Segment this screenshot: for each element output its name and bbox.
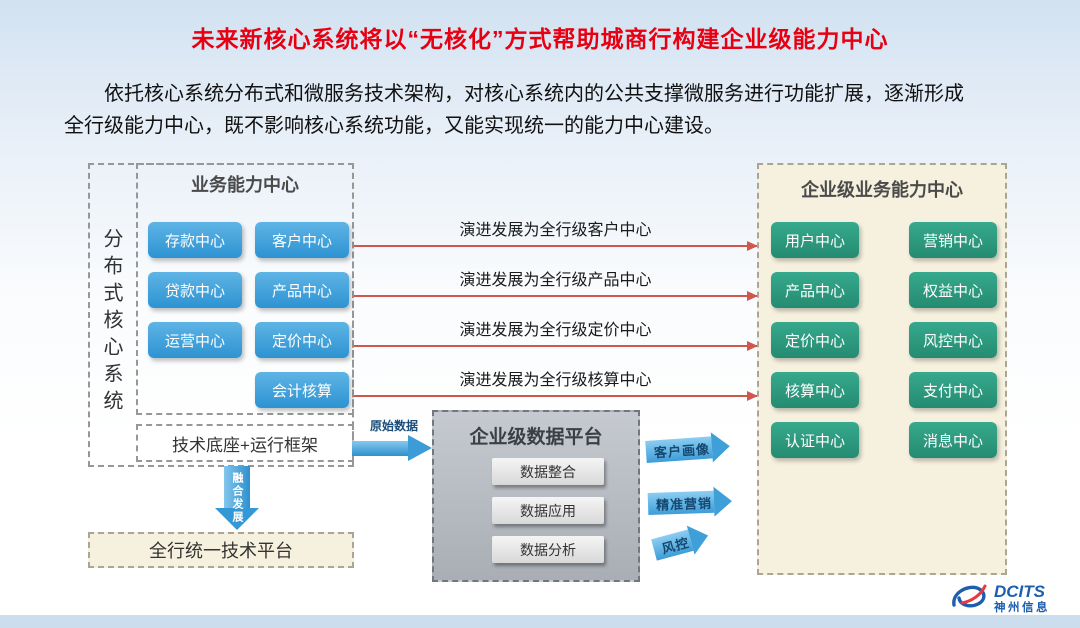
arrow-line [354, 391, 758, 401]
pricing-center-button: 定价中心 [771, 322, 859, 358]
precision-marketing-arrow: 精准营销 [647, 486, 733, 519]
accounting-center-button: 核算中心 [771, 372, 859, 408]
unified-platform-box: 全行统一技术平台 [88, 532, 354, 568]
arrow-right-icon [747, 391, 758, 401]
user-center-button: 用户中心 [771, 222, 859, 258]
arrow-right-icon [747, 341, 758, 351]
business-capability-title: 业务能力中心 [191, 175, 299, 195]
raw-data-arrow: 原始数据 [352, 417, 436, 461]
evolution-label: 演进发展为全行级产品中心 [459, 272, 652, 289]
evolution-label: 演进发展为全行级客户中心 [459, 222, 652, 239]
data-platform-panel: 企业级数据平台 数据整合 数据应用 数据分析 [432, 410, 640, 582]
accounting-center-button: 会计核算 [255, 372, 349, 408]
marketing-center-button: 营销中心 [909, 222, 997, 258]
core-center-buttons: 存款中心 客户中心 贷款中心 产品中心 运营中心 定价中心 会计核算 [148, 222, 349, 408]
enterprise-capability-title: 企业级业务能力中心 [801, 180, 963, 200]
arrow-line [354, 291, 758, 301]
company-logo: DCITS 神州信息 [950, 582, 1050, 615]
logo-brand: DCITS [994, 582, 1045, 601]
risk-control-arrow: 风控 [650, 521, 712, 564]
arrow-right-icon [747, 241, 758, 251]
arrow-down-icon [215, 508, 259, 530]
arrow-right-icon [710, 431, 731, 463]
fusion-arrow: 融合发展 [215, 466, 259, 530]
rights-center-button: 权益中心 [909, 272, 997, 308]
business-capability-panel [136, 163, 354, 415]
message-center-button: 消息中心 [909, 422, 997, 458]
risk-center-button: 风控中心 [909, 322, 997, 358]
arrow-right-icon [747, 291, 758, 301]
product-center-button: 产品中心 [771, 272, 859, 308]
fusion-arrow-label: 融合发展 [231, 472, 243, 524]
auth-center-button: 认证中心 [771, 422, 859, 458]
output-arrow-label: 风控 [651, 529, 694, 561]
pricing-center-button: 定价中心 [255, 322, 349, 358]
evolution-arrow-customer: 演进发展为全行级客户中心 [354, 216, 758, 251]
data-analysis-item: 数据分析 [492, 536, 604, 563]
bottom-strip [0, 615, 1080, 628]
evolution-arrow-product: 演进发展为全行级产品中心 [354, 266, 758, 301]
data-platform-title: 企业级数据平台 [469, 427, 603, 448]
arrow-right-icon [408, 435, 432, 461]
output-arrow-label: 精准营销 [647, 490, 715, 515]
arrow-line [354, 241, 758, 251]
arrow-body [352, 440, 408, 456]
deposit-center-button: 存款中心 [148, 222, 242, 258]
arrow-line [354, 341, 758, 351]
evolution-label: 演进发展为全行级定价中心 [459, 322, 652, 339]
arrow-right-icon [713, 486, 733, 517]
distributed-core-vertical-label: 分布式核心系统 [100, 228, 122, 417]
loan-center-button: 贷款中心 [148, 272, 242, 308]
product-center-button: 产品中心 [255, 272, 349, 308]
evolution-label: 演进发展为全行级核算中心 [459, 372, 652, 389]
tech-base-box: 技术底座+运行框架 [136, 424, 354, 462]
logo-text: DCITS 神州信息 [994, 582, 1050, 615]
intro-paragraph: 依托核心系统分布式和微服务技术架构，对核心系统内的公共支撑微服务进行功能扩展，逐… [64, 78, 1009, 143]
customer-center-button: 客户中心 [255, 222, 349, 258]
logo-company-name: 神州信息 [994, 601, 1050, 614]
raw-data-label: 原始数据 [369, 419, 418, 433]
data-application-item: 数据应用 [492, 497, 604, 524]
page-title: 未来新核心系统将以“无核化”方式帮助城商行构建企业级能力中心 [191, 26, 889, 52]
intro-line-2: 全行级能力中心，既不影响核心系统功能，又能实现统一的能力中心建设。 [64, 115, 724, 138]
evolution-arrow-pricing: 演进发展为全行级定价中心 [354, 316, 758, 351]
data-integration-item: 数据整合 [492, 458, 604, 485]
payment-center-button: 支付中心 [909, 372, 997, 408]
enterprise-center-buttons: 用户中心 营销中心 产品中心 权益中心 定价中心 风控中心 核算中心 支付中心 … [771, 222, 997, 458]
output-arrow-label: 客户画像 [645, 436, 713, 463]
arrow-shape [352, 435, 436, 461]
intro-line-1: 依托核心系统分布式和微服务技术架构，对核心系统内的公共支撑微服务进行功能扩展，逐… [104, 83, 964, 105]
operation-center-button: 运营中心 [148, 322, 242, 358]
customer-profile-arrow: 客户画像 [645, 431, 731, 467]
dcits-swoosh-icon [952, 584, 987, 608]
evolution-arrow-accounting: 演进发展为全行级核算中心 [354, 366, 758, 401]
arrow-body [224, 466, 250, 508]
